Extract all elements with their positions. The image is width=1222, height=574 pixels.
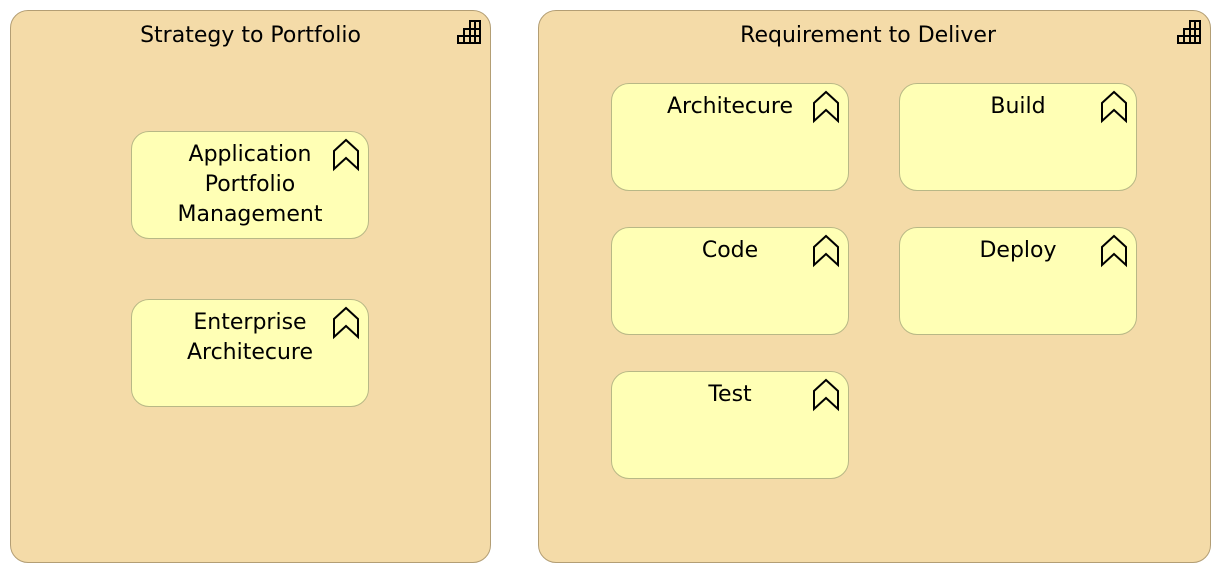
function-chevron-icon — [1101, 234, 1127, 268]
function-chevron-icon — [333, 306, 359, 340]
group-title: Requirement to Deliver — [740, 23, 996, 48]
function-build[interactable]: Build — [899, 83, 1137, 191]
function-label: Build — [990, 94, 1046, 119]
function-label: Enterprise Architecure — [186, 310, 314, 365]
function-chevron-icon — [813, 90, 839, 124]
grouping-stairs-icon — [1177, 20, 1201, 44]
function-chevron-icon — [813, 234, 839, 268]
function-label: Test — [708, 382, 752, 407]
group-requirement-to-deliver[interactable]: Requirement to Deliver Architecure Build… — [538, 10, 1211, 563]
function-label: Code — [701, 238, 759, 263]
function-chevron-icon — [333, 138, 359, 172]
function-chevron-icon — [813, 378, 839, 412]
function-label: Deploy — [979, 238, 1057, 263]
function-chevron-icon — [1101, 90, 1127, 124]
group-title: Strategy to Portfolio — [140, 23, 361, 48]
function-architecure[interactable]: Architecure — [611, 83, 849, 191]
grouping-stairs-icon — [457, 20, 481, 44]
function-label: Architecure — [666, 94, 794, 119]
function-enterprise-architecure[interactable]: Enterprise Architecure — [131, 299, 369, 407]
function-deploy[interactable]: Deploy — [899, 227, 1137, 335]
function-application-portfolio-management[interactable]: Application Portfolio Management — [131, 131, 369, 239]
function-code[interactable]: Code — [611, 227, 849, 335]
function-label: Application Portfolio Management — [177, 142, 323, 227]
function-test[interactable]: Test — [611, 371, 849, 479]
group-strategy-to-portfolio[interactable]: Strategy to Portfolio Application Portfo… — [10, 10, 491, 563]
